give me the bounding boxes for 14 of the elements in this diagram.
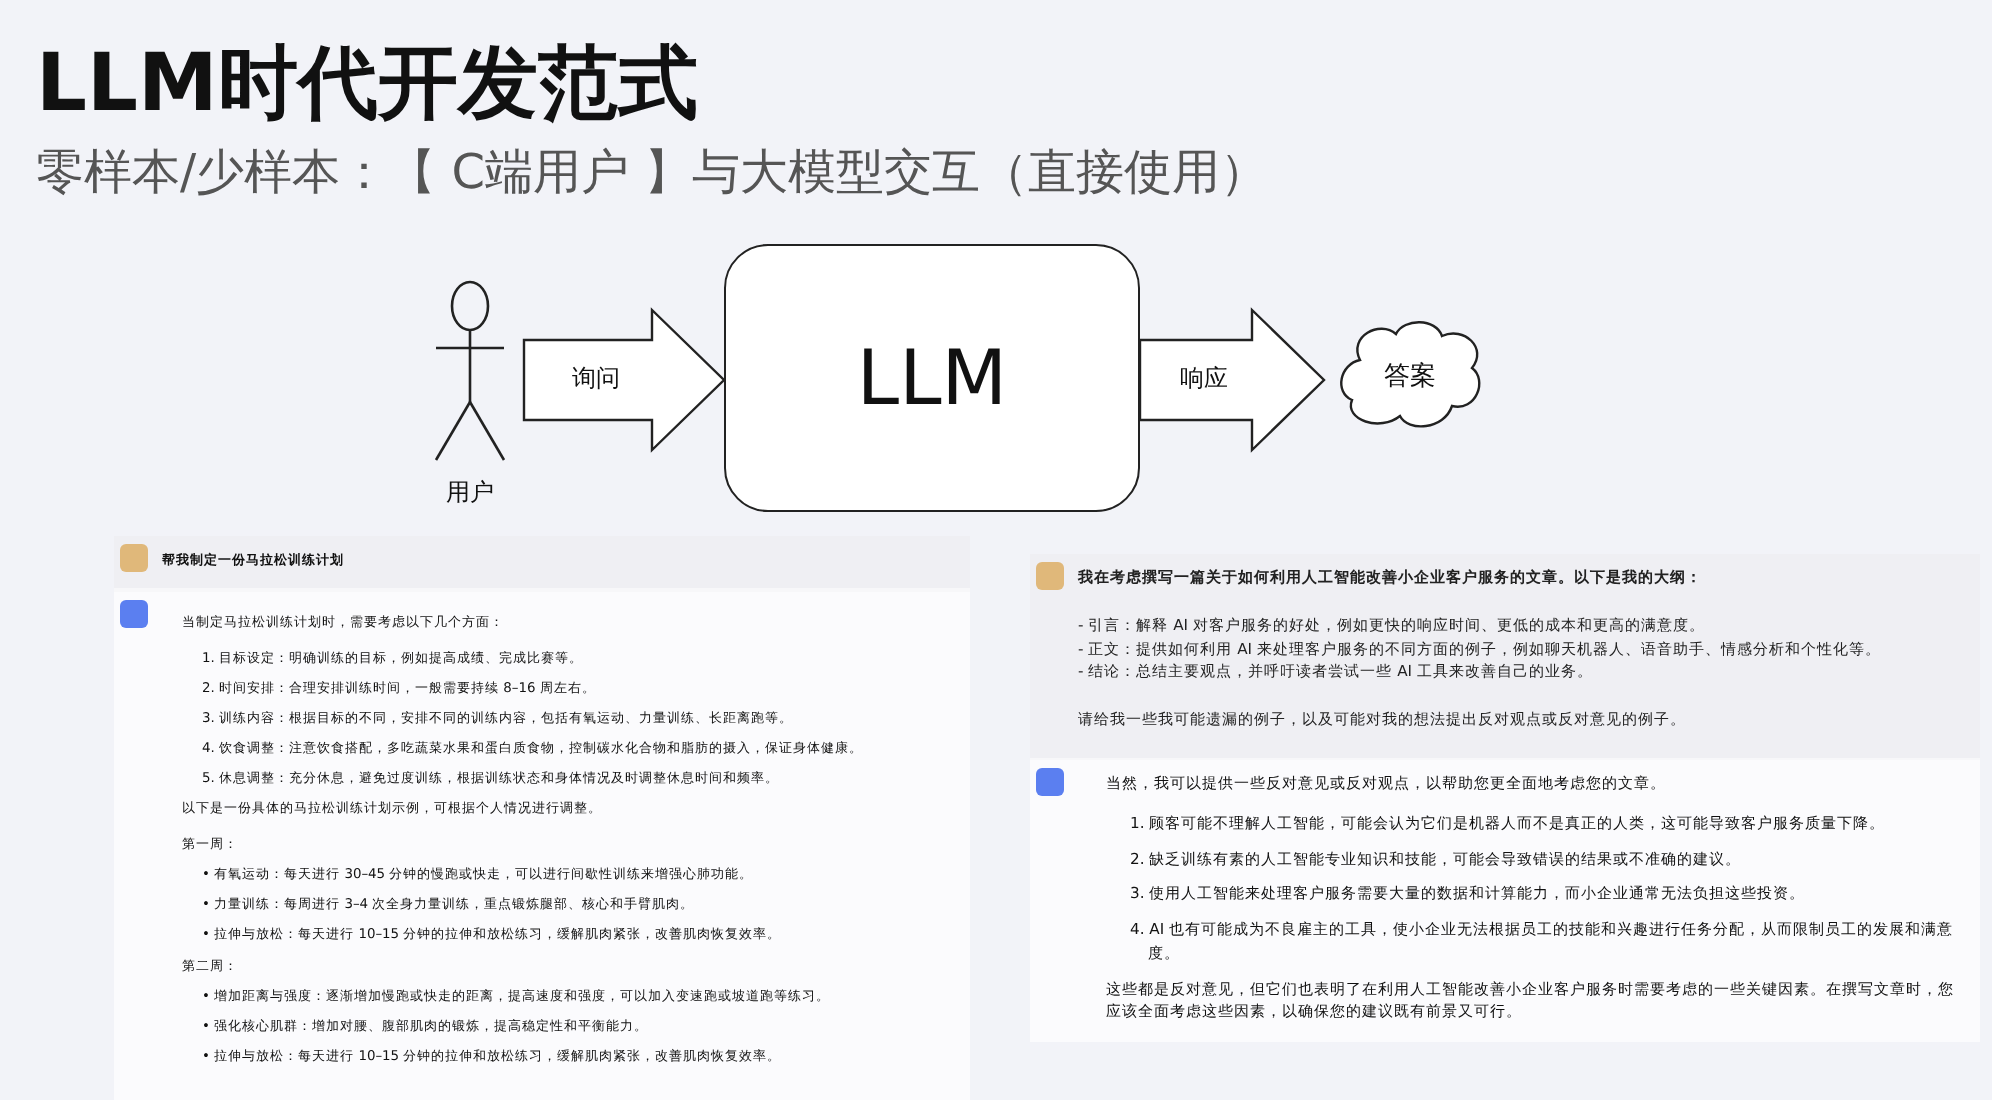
cloud-label: 答案 xyxy=(1384,360,1436,394)
person-label: 用户 xyxy=(444,476,496,510)
edge-label: 响应 xyxy=(1178,362,1230,396)
block-arrow xyxy=(522,307,726,453)
process-box xyxy=(724,244,1140,512)
box-label: LLM xyxy=(856,334,1008,422)
block-arrow xyxy=(1138,307,1326,453)
prompt-panel xyxy=(1030,554,1980,758)
prompt-panel xyxy=(114,536,970,588)
chat-card xyxy=(1030,554,1980,1042)
answer-panel xyxy=(1030,760,1980,1042)
edge-label: 询问 xyxy=(570,362,622,396)
subtitle: 零样本/少样本：【 C端用户 】与大模型交互（直接使用） xyxy=(36,142,1269,204)
title: LLM时代开发范式 xyxy=(36,36,698,134)
